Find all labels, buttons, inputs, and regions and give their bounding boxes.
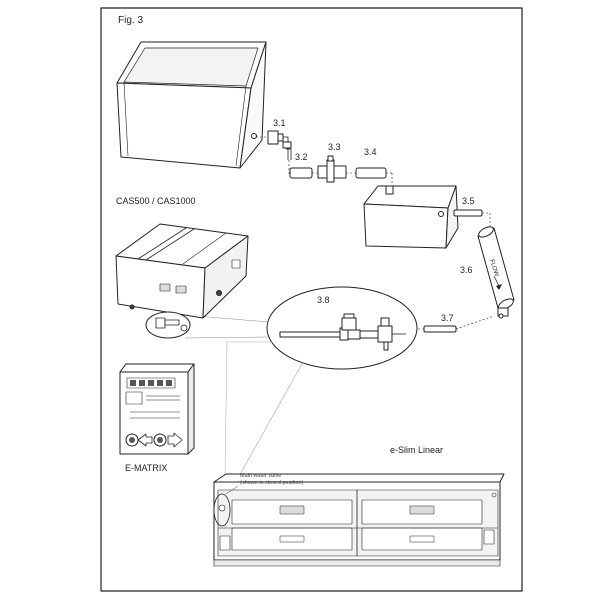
hose-3-5 xyxy=(453,209,483,217)
callout-3-2: 3.2 xyxy=(295,152,308,162)
hose-3-4 xyxy=(355,167,387,179)
callout-3-8: 3.8 xyxy=(317,295,330,305)
callout-3-1: 3.1 xyxy=(273,118,286,128)
callout-3-3: 3.3 xyxy=(328,142,341,152)
callout-3-4: 3.4 xyxy=(364,147,377,157)
fitting-3-1 xyxy=(267,130,292,160)
eslim-cabinet xyxy=(213,473,505,567)
ematrix-unit xyxy=(119,363,195,455)
detail-circle-3-8 xyxy=(266,286,418,370)
filter-3-6 xyxy=(477,226,515,319)
callout-3-5: 3.5 xyxy=(462,196,475,206)
hose-3-2 xyxy=(289,167,313,179)
valve-note-line1: Main water valve xyxy=(240,473,282,479)
reservoir xyxy=(363,185,459,249)
cas-unit-label: CAS500 / CAS1000 xyxy=(116,196,196,206)
hose-3-7 xyxy=(423,325,457,333)
filter-flow-text: FLOW xyxy=(488,259,499,278)
eslim-label: e-Slim Linear xyxy=(390,445,444,455)
figure-border xyxy=(100,7,523,592)
callout-3-6: 3.6 xyxy=(460,265,473,275)
valve-3-3 xyxy=(317,155,347,183)
valve-note-line2: (shown in closed position) xyxy=(240,480,304,486)
water-tank xyxy=(116,41,267,169)
callout-3-7: 3.7 xyxy=(441,313,454,323)
figure-title: Fig. 3 xyxy=(118,15,144,26)
cas-unit xyxy=(115,223,249,339)
ematrix-label: E-MATRIX xyxy=(125,463,168,473)
